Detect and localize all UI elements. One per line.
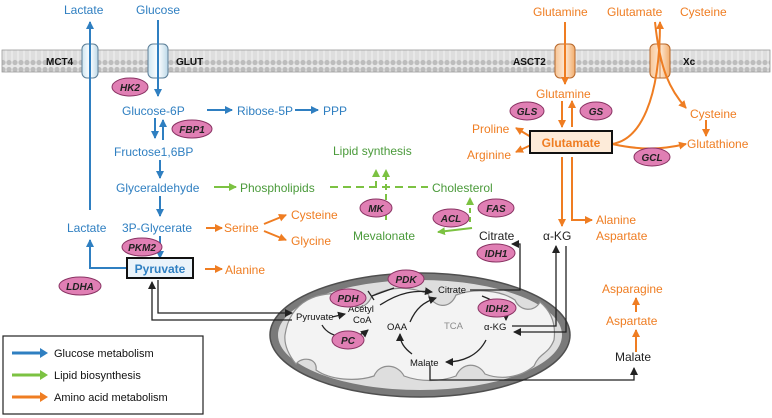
mito-coa: CoA — [353, 315, 372, 326]
enzyme-fbp1: FBP1 — [171, 119, 213, 139]
enzyme-idh2: IDH2 — [477, 298, 517, 318]
glutamate-label: Glutamate — [542, 136, 601, 150]
enzyme-pkm2: PKM2 — [121, 237, 163, 257]
extracellular-lactate: Lactate — [64, 3, 104, 17]
svg-text:PDH: PDH — [337, 294, 359, 305]
glyceraldehyde: Glyceraldehyde — [116, 181, 200, 195]
asparagine: Asparagine — [602, 282, 663, 296]
extracellular-glucose: Glucose — [136, 3, 180, 17]
proline: Proline — [472, 122, 510, 136]
svg-text:ACL: ACL — [440, 214, 462, 225]
glucose-arrows — [86, 20, 319, 269]
extracellular-glutamate: Glutamate — [607, 5, 663, 19]
legend: Glucose metabolism Lipid biosynthesis Am… — [2, 335, 204, 415]
cysteine-intracellular: Cysteine — [690, 107, 737, 121]
amino-arrows — [205, 21, 710, 352]
3p-glycerate: 3P-Glycerate — [122, 221, 192, 235]
svg-text:FAS: FAS — [486, 204, 506, 215]
svg-text:PC: PC — [341, 336, 356, 347]
cell-membrane — [1, 49, 771, 73]
mito-tca: TCA — [444, 321, 464, 332]
enzyme-ldha: LDHA — [58, 276, 102, 296]
svg-text:LDHA: LDHA — [66, 282, 94, 293]
glutamate-box: Glutamate — [529, 130, 613, 154]
legend-label-amino: Amino acid metabolism — [54, 392, 168, 404]
pyruvate-box: Pyruvate — [126, 257, 194, 279]
enzyme-mk: MK — [359, 198, 393, 218]
mito-malate: Malate — [410, 358, 439, 369]
arginine: Arginine — [467, 148, 511, 162]
akg-cytosol: α-KG — [543, 229, 571, 243]
malate-cytosol: Malate — [615, 350, 651, 364]
mito-pyruvate: Pyruvate — [296, 312, 334, 323]
svg-text:GCL: GCL — [641, 153, 662, 164]
glut-transporter: GLUT — [147, 43, 203, 79]
legend-label-lipid: Lipid biosynthesis — [54, 370, 141, 382]
enzyme-gls: GLS — [509, 101, 545, 121]
extracellular-glutamine: Glutamine — [533, 5, 588, 19]
legend-item-lipid: Lipid biosynthesis — [12, 370, 141, 382]
glucose-6p: Glucose-6P — [122, 104, 185, 118]
enzyme-pc: PC — [331, 330, 365, 350]
extracellular-cysteine: Cysteine — [680, 5, 727, 19]
cysteine-from-serine: Cysteine — [291, 208, 338, 222]
ppp: PPP — [323, 104, 347, 118]
glycine: Glycine — [291, 234, 331, 248]
pyruvate-label: Pyruvate — [135, 262, 186, 276]
mito-akg: α-KG — [484, 322, 506, 333]
alanine-from-pyruvate: Alanine — [225, 263, 265, 277]
aspartate-from-malate: Aspartate — [606, 314, 658, 328]
ribose-5p: Ribose-5P — [237, 104, 293, 118]
svg-text:IDH1: IDH1 — [485, 249, 508, 260]
lactate-intracellular: Lactate — [67, 221, 107, 235]
enzyme-acl: ACL — [432, 208, 470, 228]
lipid-synthesis: Lipid synthesis — [333, 144, 412, 158]
svg-text:FBP1: FBP1 — [179, 125, 205, 136]
enzymes: HK2 FBP1 PKM2 LDHA MK ACL FAS IDH1 — [58, 77, 671, 350]
enzyme-pdh: PDH — [329, 288, 367, 308]
mevalonate: Mevalonate — [353, 229, 415, 243]
svg-text:PDK: PDK — [395, 275, 417, 286]
aspartate-from-glutamate: Aspartate — [596, 229, 648, 243]
svg-text:HK2: HK2 — [120, 83, 140, 94]
citrate-cytosol: Citrate — [479, 229, 515, 243]
glut-label: GLUT — [176, 57, 203, 68]
enzyme-gcl: GCL — [633, 147, 671, 167]
mito-arrows — [148, 240, 638, 381]
glutathione: Glutathione — [687, 137, 749, 151]
xc-label: Xc — [683, 57, 696, 68]
mito-oaa: OAA — [387, 322, 408, 333]
legend-item-amino: Amino acid metabolism — [12, 392, 168, 404]
enzyme-hk2: HK2 — [111, 77, 149, 97]
legend-label-glucose: Glucose metabolism — [54, 348, 154, 360]
cholesterol: Cholesterol — [432, 181, 493, 195]
legend-item-glucose: Glucose metabolism — [12, 348, 154, 360]
mct4-label: MCT4 — [46, 57, 74, 68]
enzyme-pdk: PDK — [387, 269, 425, 289]
svg-text:PKM2: PKM2 — [128, 243, 156, 254]
asct2-label: ASCT2 — [513, 57, 546, 68]
fructose-1-6-bp: Fructose1,6BP — [114, 145, 193, 159]
phospholipids: Phospholipids — [240, 181, 315, 195]
serine: Serine — [224, 221, 259, 235]
enzyme-idh1: IDH1 — [476, 243, 516, 263]
mito-acetyl: Acétyl — [348, 304, 374, 315]
svg-text:IDH2: IDH2 — [486, 304, 509, 315]
svg-text:GS: GS — [589, 107, 604, 118]
lipid-arrows — [214, 169, 474, 236]
svg-text:GLS: GLS — [517, 107, 538, 118]
glutamine-intracellular: Glutamine — [536, 87, 591, 101]
alanine-from-glutamate: Alanine — [596, 213, 636, 227]
mito-citrate: Citrate — [438, 285, 466, 296]
enzyme-fas: FAS — [477, 198, 515, 218]
enzyme-gs: GS — [579, 101, 613, 121]
svg-text:MK: MK — [368, 204, 384, 215]
